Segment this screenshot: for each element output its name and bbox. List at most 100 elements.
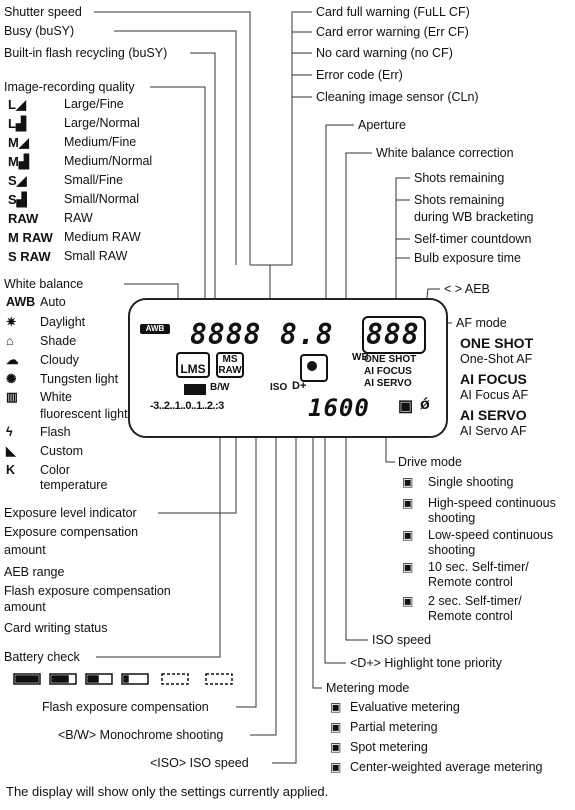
wb-item-label: Tungsten light — [40, 372, 119, 386]
quality-icon: M▟ — [8, 154, 29, 169]
wb-item-label: fluorescent light — [40, 407, 128, 421]
quality-item-label: RAW — [64, 211, 93, 225]
lcd-aperture: 8.8 — [280, 318, 334, 351]
wb-item-icon: ▥ — [6, 390, 18, 404]
lcd-self-timer-icon: ǿ — [420, 396, 430, 413]
af-mode-heading: AF mode — [456, 316, 507, 330]
drive-item-icon: ▣ — [402, 528, 414, 542]
af-item-label: AI Servo AF — [460, 424, 527, 438]
quality-icon: L▟ — [8, 116, 26, 131]
monochrome-label: <B/W> Monochrome shooting — [58, 728, 224, 742]
aeb-label: < > AEB — [444, 282, 490, 296]
metering-item-icon: ▣ — [330, 720, 342, 734]
lcd-shutter: 8888 — [190, 318, 262, 351]
wb-item-label: Shade — [40, 334, 77, 348]
quality-item-label: Small RAW — [64, 249, 128, 263]
quality-icon: S▟ — [8, 192, 27, 207]
quality-icon: M RAW — [8, 230, 53, 245]
lcd-ai-servo: AI SERVO — [364, 378, 412, 389]
drive-item-label-2: shooting — [428, 511, 476, 525]
lcd-ai-focus: AI FOCUS — [364, 366, 412, 377]
drive-item-label-2: shooting — [428, 543, 476, 557]
metering-item-label: Partial metering — [350, 720, 438, 734]
af-item-label: One-Shot AF — [460, 352, 533, 366]
metering-item-icon: ▣ — [330, 740, 342, 754]
metering-item-label: Evaluative metering — [350, 700, 460, 714]
af-item-label: AI Focus AF — [460, 388, 529, 402]
af-big-label: AI FOCUS — [460, 371, 527, 387]
quality-heading: Image-recording quality — [4, 80, 135, 94]
lcd-lms: LMS — [176, 352, 210, 378]
exposure-comp-label: Exposure compensation — [4, 525, 139, 539]
wb-item-icon: ✺ — [6, 372, 17, 386]
wb-item-label: Flash — [40, 425, 71, 439]
drive-item-icon: ▣ — [402, 475, 414, 489]
metering-heading: Metering mode — [326, 681, 410, 695]
battery-levels — [12, 670, 252, 693]
wb-item-icon: ◣ — [6, 444, 16, 458]
drive-item-icon: ▣ — [402, 496, 414, 510]
metering-item-icon: ▣ — [330, 760, 342, 774]
shutter-speed-label: Shutter speed — [4, 5, 82, 19]
drive-item-label: 2 sec. Self-timer/ — [428, 594, 522, 608]
wb-item-label: Color — [40, 463, 70, 477]
lcd-battery-icon — [184, 384, 206, 395]
iso-speed-label: ISO speed — [372, 633, 432, 647]
lcd-dplus: D+ — [292, 380, 307, 392]
wb-item-icon: ☁ — [6, 353, 19, 367]
flash-comp-amount-2: amount — [4, 600, 46, 614]
caption: The display will show only the settings … — [6, 784, 329, 799]
bulb-label: Bulb exposure time — [414, 251, 522, 265]
wb-correction-label: White balance correction — [376, 146, 514, 160]
drive-item-label: Single shooting — [428, 475, 514, 489]
shots-remaining-label: Shots remaining — [414, 171, 505, 185]
busy-label: Busy (buSY) — [4, 24, 75, 38]
exposure-comp-amount: amount — [4, 543, 46, 557]
awb-icon: AWB — [140, 324, 170, 334]
lcd-shots-box — [362, 316, 426, 354]
flash-recycling-label: Built-in flash recycling (buSY) — [4, 46, 168, 60]
lcd-exposure-scale: -3..2..1..0..1..2.:3 — [150, 400, 224, 412]
wb-item-label: White — [40, 390, 72, 404]
quality-item-label: Large/Fine — [64, 97, 124, 111]
drive-item-label: Low-speed continuous — [428, 528, 554, 542]
lcd-bw: B/W — [210, 382, 230, 393]
card-full-label: Card full warning (FuLL CF) — [316, 5, 470, 19]
metering-item-icon: ▣ — [330, 700, 342, 714]
shots-wb-label-2: during WB bracketing — [414, 210, 534, 224]
drive-item-icon: ▣ — [402, 594, 414, 608]
lcd-wb: WB — [352, 352, 369, 363]
flash-comp-amount-label: Flash exposure compensation — [4, 584, 171, 598]
quality-item-label: Small/Fine — [64, 173, 124, 187]
quality-icon: RAW — [8, 211, 39, 226]
wb-item-label: temperature — [40, 478, 108, 492]
wb-item-icon: ⌂ — [6, 334, 14, 348]
aeb-range-label: AEB range — [4, 565, 65, 579]
wb-item-icon: K — [6, 463, 16, 477]
quality-item-label: Medium RAW — [64, 230, 141, 244]
cleaning-label: Cleaning image sensor (CLn) — [316, 90, 479, 104]
lcd-drive-icon: ▣ — [398, 398, 414, 415]
metering-icon — [300, 354, 328, 382]
lcd-raw: RAW — [218, 365, 242, 376]
battery-icons — [13, 673, 233, 685]
lcd-one-shot: ONE SHOT — [364, 354, 417, 365]
shots-wb-label-1: Shots remaining — [414, 193, 505, 207]
drive-item-label: High-speed continuous — [428, 496, 556, 510]
drive-item-label-2: Remote control — [428, 575, 513, 589]
quality-item-label: Large/Normal — [64, 116, 140, 130]
wb-item-label: Auto — [40, 295, 66, 309]
wb-item-label: Cloudy — [40, 353, 79, 367]
af-big-label: AI SERVO — [460, 407, 527, 423]
quality-icon: S◢ — [8, 173, 27, 188]
quality-icon: S RAW — [8, 249, 51, 264]
wb-item-icon: ϟ — [6, 425, 13, 439]
flash-comp-label: Flash exposure compensation — [42, 700, 209, 714]
wb-item-label: Daylight — [40, 315, 86, 329]
quality-icon: L◢ — [8, 97, 26, 112]
card-writing-label: Card writing status — [4, 621, 108, 635]
quality-item-label: Medium/Fine — [64, 135, 137, 149]
wb-item-label: Custom — [40, 444, 84, 458]
